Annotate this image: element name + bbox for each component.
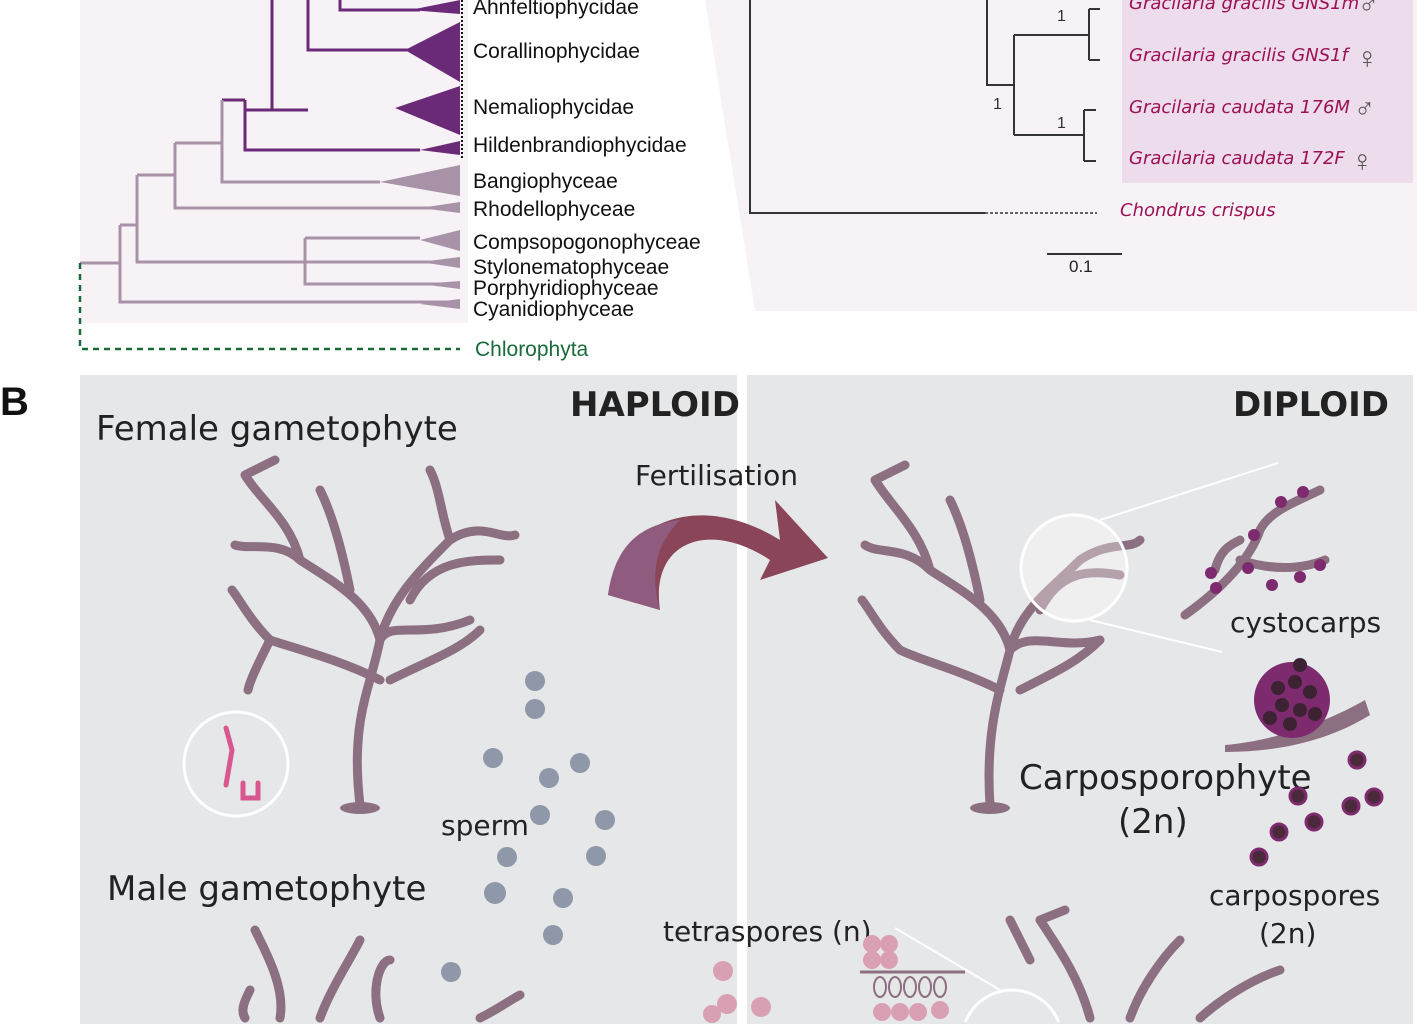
sperm-cells — [441, 671, 615, 982]
scale-bar-label: 0.1 — [1069, 257, 1093, 276]
trichogyne-icon — [223, 725, 261, 801]
taxon-label: Gracilaria caudata 176M — [1129, 97, 1350, 118]
clade-label: Rhodellophyceae — [473, 198, 635, 221]
clade-label: Corallinophycidae — [473, 40, 640, 63]
carposporophyte-ploidy: (2n) — [1118, 802, 1188, 842]
tetrasporophyte-illustration — [1005, 905, 1285, 1023]
cystocarp-cross-section-illustration — [1225, 658, 1370, 752]
clade-label: Ahnfeltiophycidae — [473, 0, 639, 19]
clade-label: Hildenbrandiophycidae — [473, 134, 687, 157]
carpospores-label: carpospores — [1209, 879, 1380, 912]
cystocarps-label: cystocarps — [1230, 606, 1381, 639]
clade-label: Compsopogonophyceae — [473, 231, 701, 254]
haploid-heading: HAPLOID — [570, 385, 740, 425]
female-symbol-icon: ♀ — [1356, 42, 1379, 75]
clade-label: Nemaliophycidae — [473, 96, 634, 119]
carpospores — [1249, 750, 1384, 867]
cystocarps-illustration — [1180, 485, 1330, 620]
carposporophyte-illustration — [857, 460, 1145, 814]
clade-label: Bangiophyceae — [473, 170, 618, 193]
support-value: 1 — [1057, 8, 1066, 25]
female-gametophyte-illustration — [227, 455, 520, 814]
female-symbol-icon: ♀ — [1351, 145, 1374, 178]
male-gametophyte-label: Male gametophyte — [107, 869, 426, 909]
taxon-label: Gracilaria gracilis GNS1f — [1129, 45, 1351, 66]
carposporophyte-label: Carposporophyte — [1019, 758, 1312, 798]
outgroup-label: Chlorophyta — [475, 338, 589, 361]
carpospores-ploidy: (2n) — [1259, 917, 1316, 950]
sperm-label: sperm — [441, 809, 529, 842]
clade-label: Cyanidiophyceae — [473, 298, 634, 321]
outgroup-taxon-label: Chondrus crispus — [1120, 200, 1276, 221]
male-symbol-icon: ♂ — [1358, 0, 1379, 20]
clade-label: Stylonematophyceae — [473, 256, 669, 279]
tetrasporangia-zoom-circle — [964, 988, 1060, 1023]
haploid-panel — [80, 375, 737, 1024]
life-cycle-panel: B HAPLOID DIPLOID Female gametophyte Mal… — [0, 375, 1413, 1024]
gracilaria-tree: 1 1 1 Gracilaria gracilis GNS1m Gracilar… — [705, 0, 1417, 311]
panel-label: B — [0, 380, 29, 424]
taxon-label: Gracilaria caudata 172F — [1129, 148, 1345, 169]
fertilisation-label: Fertilisation — [635, 459, 798, 492]
taxon-label: Gracilaria gracilis GNS1m — [1129, 0, 1359, 14]
male-gametophyte-illustration — [238, 925, 525, 1023]
male-symbol-icon: ♂ — [1354, 93, 1375, 124]
support-value: 1 — [993, 96, 1002, 113]
female-gametophyte-label: Female gametophyte — [96, 409, 458, 449]
diploid-heading: DIPLOID — [1233, 385, 1389, 425]
tetraspores — [703, 935, 949, 1023]
clade-label: Porphyridiophyceae — [473, 277, 659, 300]
support-value: 1 — [1057, 115, 1066, 132]
tetraspores-label: tetraspores (n) — [663, 915, 872, 948]
red-algae-tree: Ahnfeltiophycidae Corallinophycidae Nema… — [78, 0, 701, 361]
